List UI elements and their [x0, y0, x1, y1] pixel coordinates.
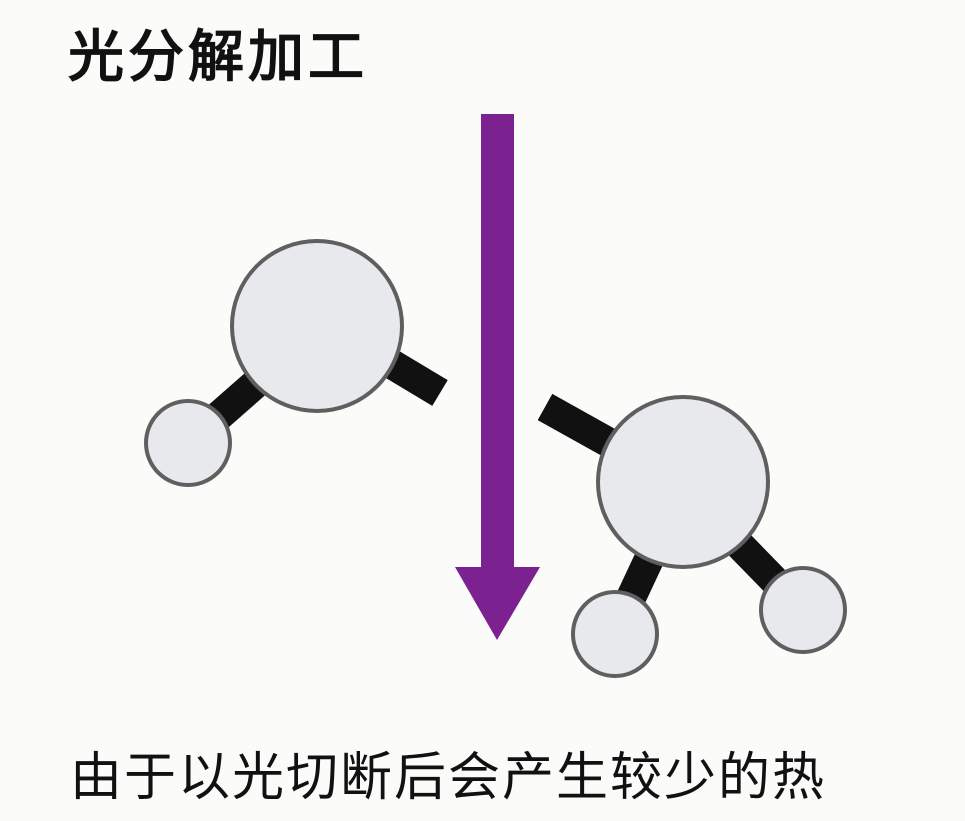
atom-small-left — [144, 399, 232, 487]
diagram-title: 光分解加工 — [68, 25, 368, 90]
atom-small-right-side — [759, 566, 847, 654]
molecule-fragment-left-icon — [144, 239, 448, 487]
atom-large-right — [596, 395, 770, 569]
arrow-head — [455, 567, 540, 640]
diagram-caption: 由于以光切断后会产生较少的热 — [70, 748, 827, 808]
molecule-fragment-right-icon — [537, 393, 847, 678]
atom-large-left — [230, 239, 404, 413]
atom-small-right-bottom — [571, 590, 659, 678]
light-beam-arrow-icon — [455, 114, 540, 640]
arrow-shaft — [481, 114, 514, 569]
